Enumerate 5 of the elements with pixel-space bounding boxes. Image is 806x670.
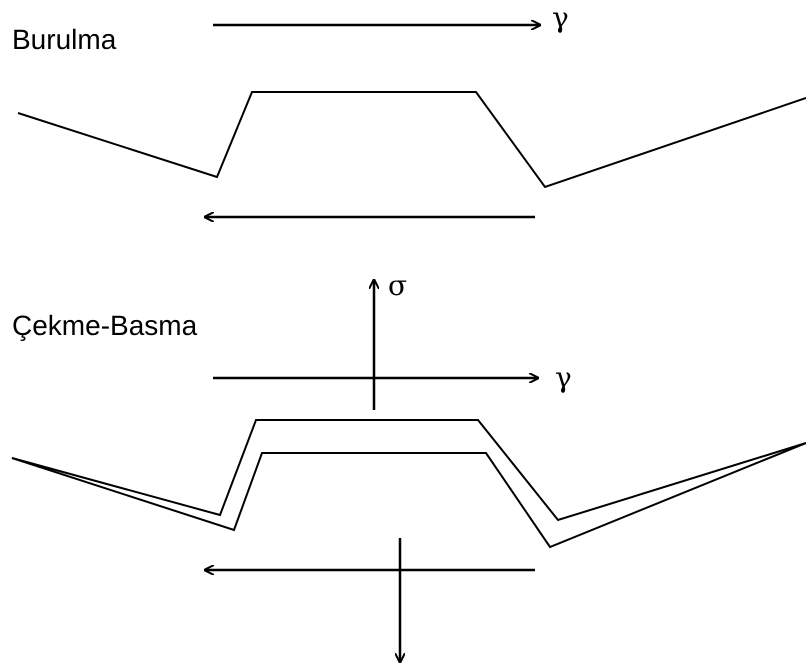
axis-symbol: γ bbox=[552, 4, 569, 32]
section-title: Burulma bbox=[12, 26, 116, 54]
section-title: Çekme-Basma bbox=[12, 312, 198, 340]
axis-symbol: γ bbox=[555, 364, 572, 392]
axis-symbol: σ bbox=[388, 272, 408, 300]
